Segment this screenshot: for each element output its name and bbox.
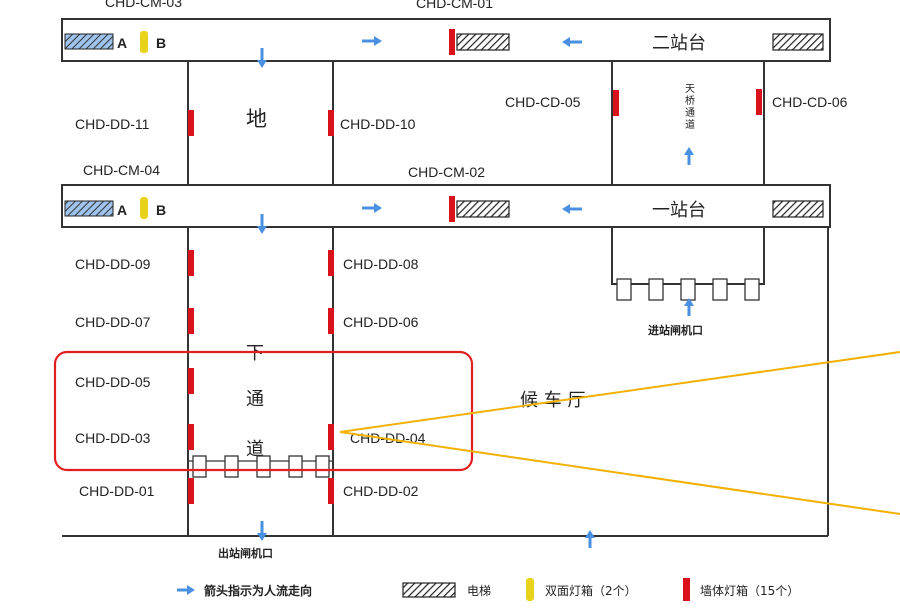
- callout-lines: [339, 351, 900, 515]
- passage-char-di: 地: [246, 107, 267, 131]
- label-chd-dd-03: CHD-DD-03: [75, 430, 151, 446]
- escalator-icon: [402, 582, 456, 598]
- wall-lightbox: [188, 478, 194, 504]
- wall-lightbox: [449, 29, 455, 55]
- arrow-down-icon: [257, 521, 267, 541]
- passage-char-dao: 道: [246, 439, 264, 460]
- double-sided-lightbox-icon: [140, 197, 148, 219]
- svg-text:桥: 桥: [685, 95, 695, 107]
- escalator-icon: [772, 200, 824, 218]
- entry-gate-label: 进站闸机口: [648, 323, 703, 337]
- label-b: B: [156, 35, 166, 51]
- arrow-right-icon: [362, 36, 382, 46]
- wall-lightbox: [328, 478, 334, 504]
- wall-lightbox: [188, 250, 194, 276]
- platform-1-name: 一站台: [652, 200, 706, 221]
- double-sided-lightbox-icon: [526, 578, 534, 601]
- label-chd-cd-05: CHD-CD-05: [505, 94, 581, 110]
- label-chd-dd-08: CHD-DD-08: [343, 256, 419, 272]
- label-chd-dd-01: CHD-DD-01: [79, 483, 155, 499]
- label-chd-dd-02: CHD-DD-02: [343, 483, 419, 499]
- passage-char-tong: 通: [246, 389, 264, 410]
- svg-text:道: 道: [685, 118, 695, 131]
- wall-lightbox: [188, 308, 194, 334]
- wall-lightbox: [756, 89, 762, 115]
- platform-2-name: 二站台: [652, 33, 706, 54]
- label-chd-dd-09: CHD-DD-09: [75, 256, 151, 272]
- label-chd-cm-02: CHD-CM-02: [408, 164, 485, 180]
- arrow-up-icon: [684, 298, 694, 316]
- legend-escalator-text: 电梯: [467, 584, 491, 598]
- escalator-icon: [772, 33, 824, 51]
- arrow-up-icon: [684, 147, 694, 165]
- passage-char-xia: 下: [246, 343, 264, 364]
- legend-double-box-text: 双面灯箱（2个）: [545, 583, 637, 598]
- escalator-icon: [64, 200, 114, 217]
- label-chd-dd-07: CHD-DD-07: [75, 314, 151, 330]
- label-b: B: [156, 202, 166, 218]
- legend-wall-box-text: 墙体灯箱（15个）: [700, 583, 799, 598]
- arrow-up-icon: [585, 530, 595, 548]
- arrow-right-icon: [362, 203, 382, 213]
- label-chd-cm-03: CHD-CM-03: [105, 0, 182, 10]
- label-chd-dd-11: CHD-DD-11: [75, 116, 150, 132]
- escalator-icon: [64, 33, 114, 50]
- label-chd-cm-04: CHD-CM-04: [83, 162, 160, 178]
- entry-gates: [612, 278, 764, 301]
- arrow-down-icon: [257, 48, 267, 68]
- wall-lightbox: [613, 90, 619, 116]
- label-a: A: [117, 202, 127, 218]
- arrow-right-icon: [177, 585, 195, 595]
- label-chd-dd-05: CHD-DD-05: [75, 374, 151, 390]
- wall-lightbox: [328, 110, 334, 136]
- wall-lightbox: [328, 308, 334, 334]
- platform-2: [61, 18, 831, 62]
- exit-gate-label: 出站闸机口: [218, 546, 273, 560]
- legend: 箭头指示为人流走向 电梯 双面灯箱（2个） 墙体灯箱（15个）: [177, 578, 799, 601]
- wall-lightbox: [328, 424, 334, 450]
- label-chd-dd-10: CHD-DD-10: [340, 116, 416, 132]
- label-a: A: [117, 35, 127, 51]
- wall-lightbox-icon: [683, 578, 690, 601]
- platform-1: [61, 184, 831, 228]
- wall-lightbox: [188, 110, 194, 136]
- exit-gates: [188, 455, 333, 478]
- highlight-box: [53, 350, 474, 472]
- overpass-label: 天 桥 通 道: [685, 84, 695, 131]
- escalator-icon: [456, 33, 510, 51]
- escalator-icon: [456, 200, 510, 218]
- waiting-hall-name: 候 车 厅: [520, 390, 585, 411]
- double-sided-lightbox-icon: [140, 31, 148, 53]
- arrow-left-icon: [562, 37, 582, 47]
- wall-lightbox: [449, 196, 455, 222]
- arrow-down-icon: [257, 214, 267, 234]
- wall-lightbox: [188, 368, 194, 394]
- svg-text:天: 天: [685, 84, 695, 95]
- label-chd-cm-01: CHD-CM-01: [416, 0, 493, 11]
- label-chd-cd-06: CHD-CD-06: [772, 94, 848, 110]
- label-chd-dd-06: CHD-DD-06: [343, 314, 419, 330]
- wall-lightbox: [188, 424, 194, 450]
- wall-lightbox: [328, 250, 334, 276]
- svg-text:通: 通: [685, 107, 695, 119]
- arrow-left-icon: [562, 204, 582, 214]
- legend-arrow-text: 箭头指示为人流走向: [204, 583, 312, 598]
